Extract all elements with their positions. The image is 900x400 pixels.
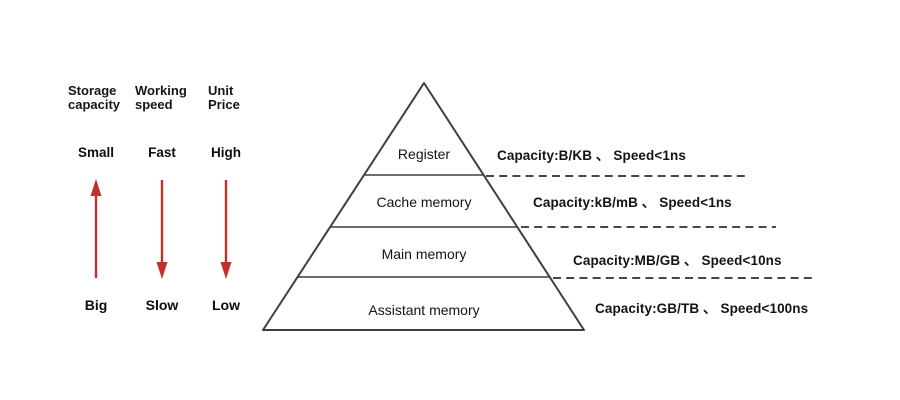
- pyramid-level-main-memory: Main memory: [381, 246, 467, 262]
- pyramid-outline: [262, 82, 585, 331]
- column-header-storage-capacity: Storage capacity: [68, 83, 121, 112]
- price-bottom-label: Low: [212, 297, 240, 313]
- speed-top-label: Fast: [148, 145, 176, 160]
- price-top-label: High: [211, 145, 241, 160]
- pyramid-level-assistant-memory: Assistant memory: [368, 302, 480, 318]
- arrow-down-icon: [156, 180, 168, 279]
- pyramid-level-cache-memory: Cache memory: [376, 194, 472, 210]
- storage-top-label: Small: [77, 145, 115, 160]
- column-header-working-speed: Working speed: [135, 83, 187, 112]
- storage-bottom-label: Big: [84, 297, 108, 313]
- arrow-up-icon: [90, 179, 102, 278]
- arrow-down-icon: [220, 180, 232, 279]
- annotation-cache-specs: Capacity:kB/mB 、 Speed<1ns: [533, 195, 732, 210]
- annotation-assistant-specs: Capacity:GB/TB 、 Speed<100ns: [595, 301, 809, 316]
- speed-bottom-label: Slow: [145, 297, 179, 313]
- annotation-register-specs: Capacity:B/KB 、 Speed<1ns: [497, 148, 686, 163]
- annotation-main-specs: Capacity:MB/GB 、 Speed<10ns: [573, 253, 782, 268]
- pyramid-level-register: Register: [397, 146, 451, 162]
- column-header-unit-price: Unit Price: [208, 83, 240, 112]
